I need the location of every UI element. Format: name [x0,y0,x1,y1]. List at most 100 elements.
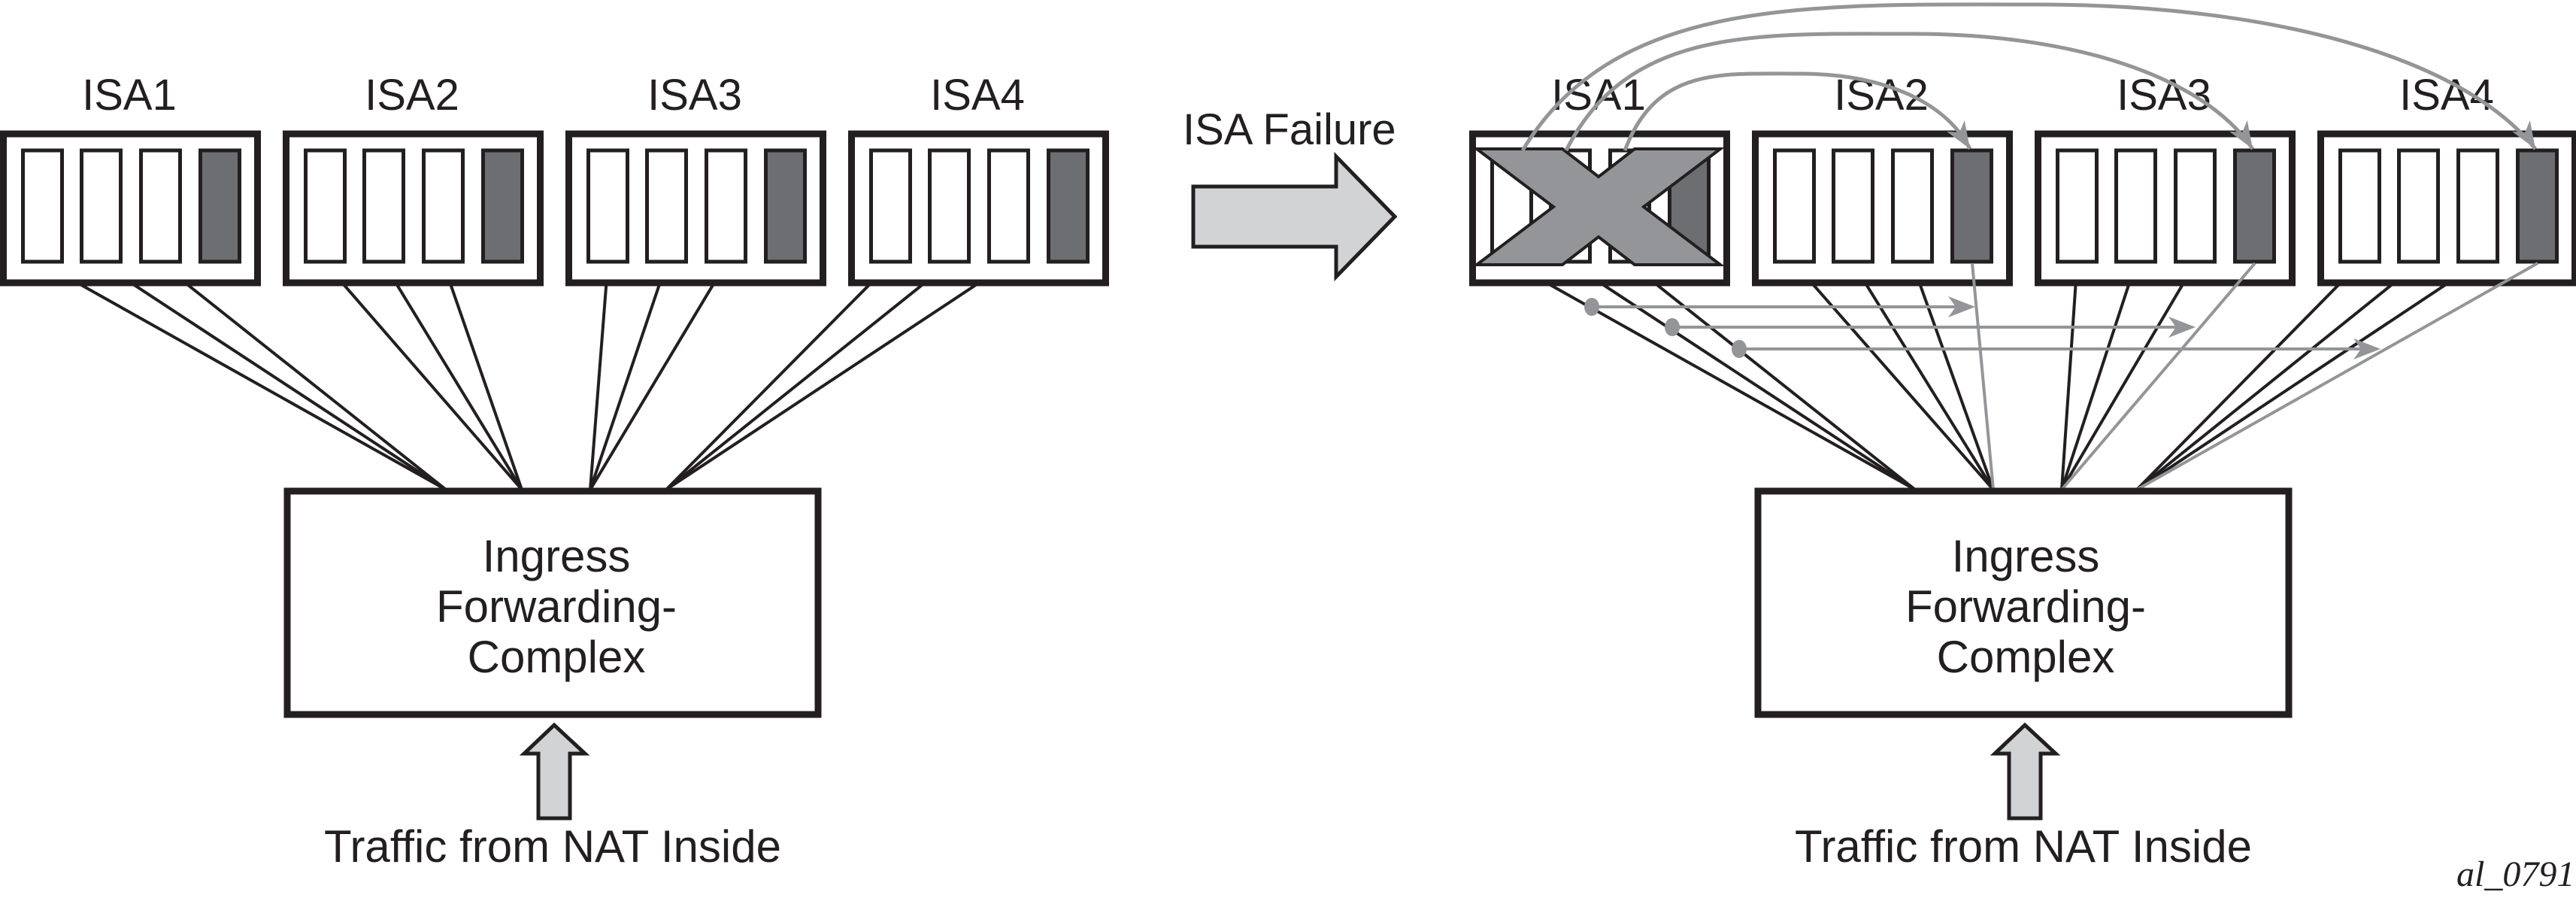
active-slot [987,148,1030,264]
slot-to-ingress-line [1851,262,1995,491]
isa-card-3: ISA3 [2035,71,2296,287]
standby-slot-to-ingress-line [2136,262,2538,491]
slot-to-ingress-line [2060,262,2197,491]
active-slot [2456,148,2499,264]
ingress-label-line-3: Complex [1937,632,2115,682]
slot-to-ingress-line [589,262,668,490]
failover-arc-arrowhead-icon [2229,120,2253,149]
active-slot [362,148,405,264]
failover-arc-3 [1623,71,1972,151]
ingress-box [1754,487,2293,718]
ingress-label-line-1: Ingress [483,531,631,581]
standby-slot [2516,148,2559,264]
active-slot [586,148,629,264]
slot-to-ingress-line [1629,262,1917,491]
redirect-origin-dot [1732,340,1747,358]
isa-card-3: ISA3 [565,71,826,287]
active-slot [2338,148,2381,264]
isa-label: ISA4 [930,71,1025,120]
before-connection-lines [41,262,1010,491]
active-slot [2397,148,2440,264]
isa-label: ISA1 [82,71,177,120]
isa-card-4: ISA4 [848,71,1109,287]
isa-card-2: ISA2 [283,71,544,287]
standby-slot [1950,148,1993,264]
active-slot [2114,148,2157,264]
isa-card-1: ISA1 [0,71,261,287]
isa-card-4: ISA4 [2317,71,2576,287]
active-slot [1773,148,1816,264]
after-ingress-forwarding-complex: Ingress Forwarding- Complex [1754,487,2293,718]
slot-to-ingress-line [2135,262,2479,491]
isa-label: ISA3 [647,71,742,120]
isa-label: ISA4 [2399,71,2494,120]
redirect-arrowhead-icon [1948,296,1975,317]
failure-x-shape [1472,147,1725,266]
isa-failure-label: ISA Failure [1183,105,1396,154]
ingress-box [283,487,822,718]
slot-to-ingress-line [2060,262,2079,490]
slot-to-ingress-line [589,262,728,491]
redirect-paths [1520,2,2538,491]
active-slot [1832,148,1874,264]
isa-card-2: ISA2 [1752,71,2013,287]
failure-x-icon [1472,147,1725,266]
slot-to-ingress-line [2060,262,2138,490]
before-isa-group: ISA1 ISA2 ISA3 ISA4 [0,71,1109,287]
slot-to-ingress-line [589,262,610,490]
slot-to-ingress-line [1511,262,1916,491]
before-ingress-forwarding-complex: Ingress Forwarding- Complex [283,487,822,718]
standby-slot [2233,148,2276,264]
slot-to-ingress-line [1793,262,1995,491]
redirect-arrowhead-icon [2353,338,2381,359]
active-slot [645,148,688,264]
redirect-arrowhead-icon [2168,317,2196,338]
active-slot [869,148,912,264]
active-slot [304,148,347,264]
active-slot [21,148,64,264]
ingress-label-line-2: Forwarding- [1905,581,2146,632]
slot-to-ingress-line [665,262,892,491]
active-slot [422,148,465,264]
transition: ISA Failure [1183,105,1398,282]
redirect-origin-dot [1584,298,1599,316]
before-failure-panel: ISA1 ISA2 ISA3 ISA4 Ingress Forwarding- Com… [0,71,1109,872]
standby-slot [481,148,524,264]
slot-to-ingress-line [665,262,1010,491]
active-slot [80,148,123,264]
traffic-up-arrow-icon [1990,722,2061,821]
slot-to-ingress-line [2135,262,2361,491]
slot-to-ingress-line [665,262,950,491]
standby-slot [1047,148,1089,264]
traffic-label: Traffic from NAT Inside [1795,821,2252,872]
slot-to-ingress-line [100,262,447,491]
isa-label: ISA2 [365,71,459,120]
redirect-origin-dot [1665,318,1680,336]
slot-to-ingress-line [382,262,523,491]
traffic-up-arrow-icon [519,722,590,821]
standby-slot-to-ingress-line [1971,262,1995,490]
active-slot [2056,148,2099,264]
slot-to-ingress-line [441,262,523,490]
standby-slot [764,148,807,264]
after-connection-lines [1511,262,2479,491]
active-slot [2174,148,2217,264]
transition-right-arrow-icon [1191,151,1398,282]
failover-arc-2 [1564,32,2255,152]
active-slot [705,148,747,264]
traffic-label: Traffic from NAT Inside [324,821,781,872]
figure-id: al_0791 [2456,854,2574,894]
slot-to-ingress-line [159,262,447,491]
ingress-label-line-2: Forwarding- [436,581,677,632]
failover-arc-arrowhead-icon [2512,120,2535,149]
slot-to-ingress-line [2135,262,2420,491]
standby-slot-to-ingress-line [2060,262,2256,491]
slot-to-ingress-line [1911,262,1995,490]
ingress-label-line-3: Complex [468,632,646,682]
slot-to-ingress-line [323,262,523,491]
failover-arc-arrowhead-icon [1947,120,1970,149]
slot-to-ingress-line [1569,262,1917,491]
